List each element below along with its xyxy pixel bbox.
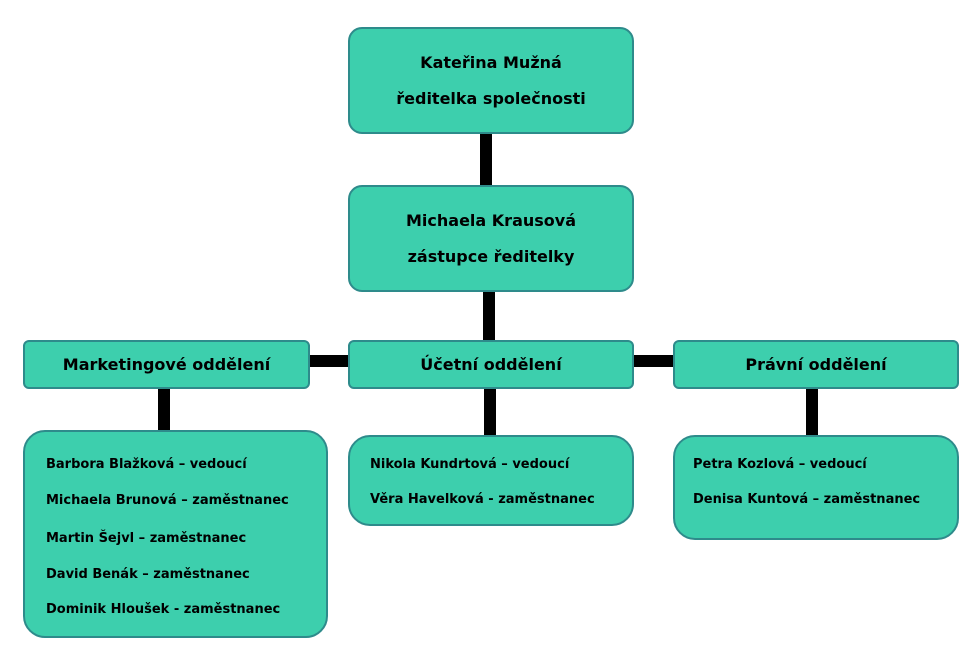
department-marketing-label: Marketingové oddělení xyxy=(62,355,271,374)
connector-marketing-staff xyxy=(158,387,170,431)
director-name: Kateřina Mužná xyxy=(420,52,562,72)
legal-staff-box: Petra Kozlová – vedoucí Denisa Kuntová –… xyxy=(673,435,959,540)
connector-accounting-staff xyxy=(484,387,496,437)
department-legal-label: Právní oddělení xyxy=(745,355,887,374)
staff-member: Petra Kozlová – vedoucí xyxy=(693,457,867,472)
staff-member: Věra Havelková - zaměstnanec xyxy=(370,492,595,507)
connector-deputy-accounting xyxy=(483,292,495,342)
staff-member: Michaela Brunová – zaměstnanec xyxy=(46,493,289,508)
staff-member: David Benák – zaměstnanec xyxy=(46,567,250,582)
department-accounting-label: Účetní oddělení xyxy=(420,355,562,374)
connector-marketing-accounting xyxy=(308,355,350,367)
deputy-role: zástupce ředitelky xyxy=(407,246,575,266)
staff-member: Nikola Kundrtová – vedoucí xyxy=(370,457,570,472)
staff-member: Denisa Kuntová – zaměstnanec xyxy=(693,492,921,507)
staff-member: Dominik Hloušek - zaměstnanec xyxy=(46,602,281,617)
connector-director-deputy xyxy=(480,134,492,186)
department-accounting: Účetní oddělení xyxy=(348,340,634,389)
deputy-box: Michaela Krausová zástupce ředitelky xyxy=(348,185,634,292)
connector-legal-staff xyxy=(806,387,818,437)
director-box: Kateřina Mužná ředitelka společnosti xyxy=(348,27,634,134)
department-marketing: Marketingové oddělení xyxy=(23,340,310,389)
connector-accounting-legal xyxy=(632,355,675,367)
deputy-name: Michaela Krausová xyxy=(406,210,576,230)
director-role: ředitelka společnosti xyxy=(396,88,586,108)
staff-member: Barbora Blažková – vedoucí xyxy=(46,457,247,472)
department-legal: Právní oddělení xyxy=(673,340,959,389)
staff-member: Martin Šejvl – zaměstnanec xyxy=(46,531,247,546)
accounting-staff-box: Nikola Kundrtová – vedoucí Věra Havelkov… xyxy=(348,435,634,526)
marketing-staff-box: Barbora Blažková – vedoucí Michaela Brun… xyxy=(23,430,328,638)
